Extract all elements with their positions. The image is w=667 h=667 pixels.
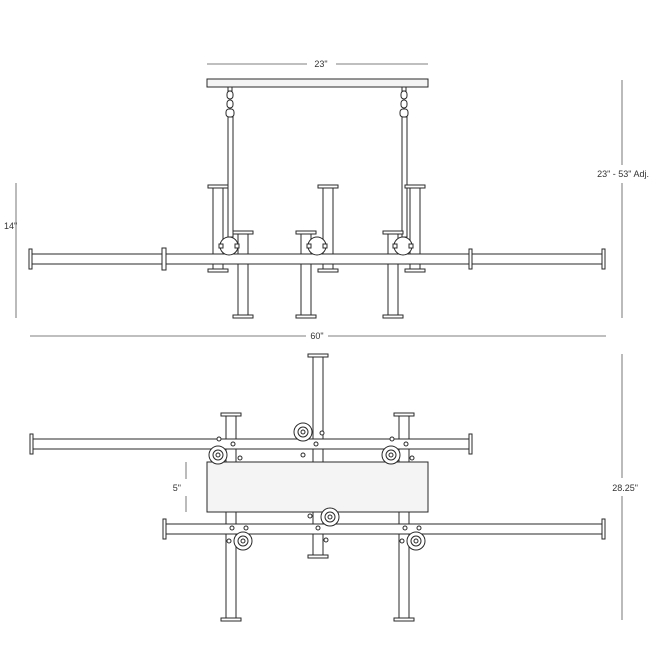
canopy-plan	[206, 461, 429, 513]
overall-height-label: 23" - 53" Adj.	[597, 169, 649, 179]
plan-view	[29, 353, 606, 622]
upper-pipe-right	[404, 184, 426, 273]
plan-socket-upper-center	[293, 422, 313, 442]
plan-socket-upper-left	[208, 445, 228, 465]
plan-connector-dots	[216, 430, 422, 544]
canopy-width-label: 23"	[314, 59, 327, 69]
lower-pipe-left	[232, 230, 254, 319]
plan-socket-lower-left	[233, 531, 253, 551]
plan-bar-upper	[29, 433, 473, 455]
overall-width-label: 60"	[310, 331, 323, 341]
plan-socket-upper-right	[381, 445, 401, 465]
plan-bar-lower	[162, 518, 606, 540]
plan-socket-lower-center	[320, 507, 340, 527]
upper-pipe-left	[207, 184, 229, 273]
horizontal-bar-right	[471, 248, 606, 270]
horizontal-bar-left	[28, 247, 473, 271]
front-elevation	[28, 78, 606, 319]
canopy-front	[206, 78, 429, 88]
plan-pipe-right	[393, 412, 415, 622]
plan-pipe-left	[220, 412, 242, 622]
suspension-rod-right	[399, 86, 409, 238]
light-socket-front-center	[306, 236, 328, 256]
depth-label: 28.25"	[612, 483, 638, 493]
light-socket-front-right	[392, 236, 414, 256]
upper-pipe-center	[317, 184, 339, 273]
body-height-label: 14"	[4, 221, 17, 231]
lower-pipe-center	[295, 230, 317, 319]
plan-socket-lower-right	[406, 531, 426, 551]
suspension-rod-left	[225, 86, 235, 238]
lower-pipe-right	[382, 230, 404, 319]
canopy-depth-label: 5"	[173, 483, 181, 493]
light-socket-front-left	[218, 236, 240, 256]
dimension-lines	[15, 63, 623, 620]
